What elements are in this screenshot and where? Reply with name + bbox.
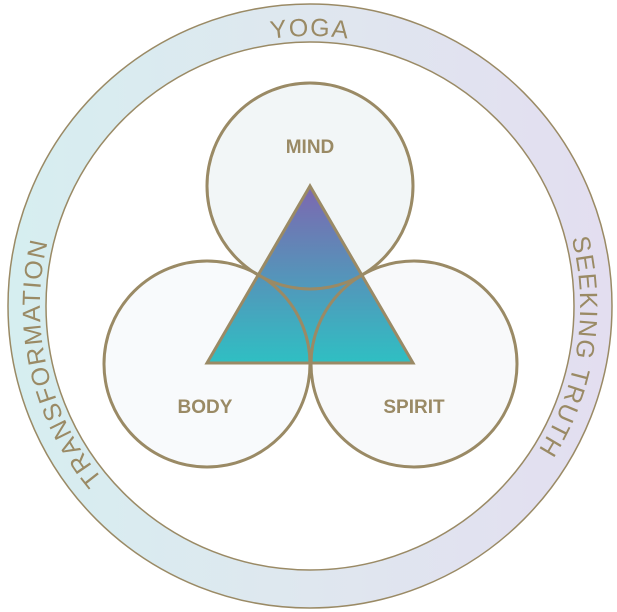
spirit-label: SPIRIT [383,397,445,418]
mind-label: MIND [286,137,335,158]
ring-label-yoga-text: YOGA [269,14,350,45]
mind-circle-outline [205,81,415,291]
body-label: BODY [178,397,233,418]
ring-label-yoga: YOGA [269,14,352,45]
spirit-circle-outline [309,259,519,469]
